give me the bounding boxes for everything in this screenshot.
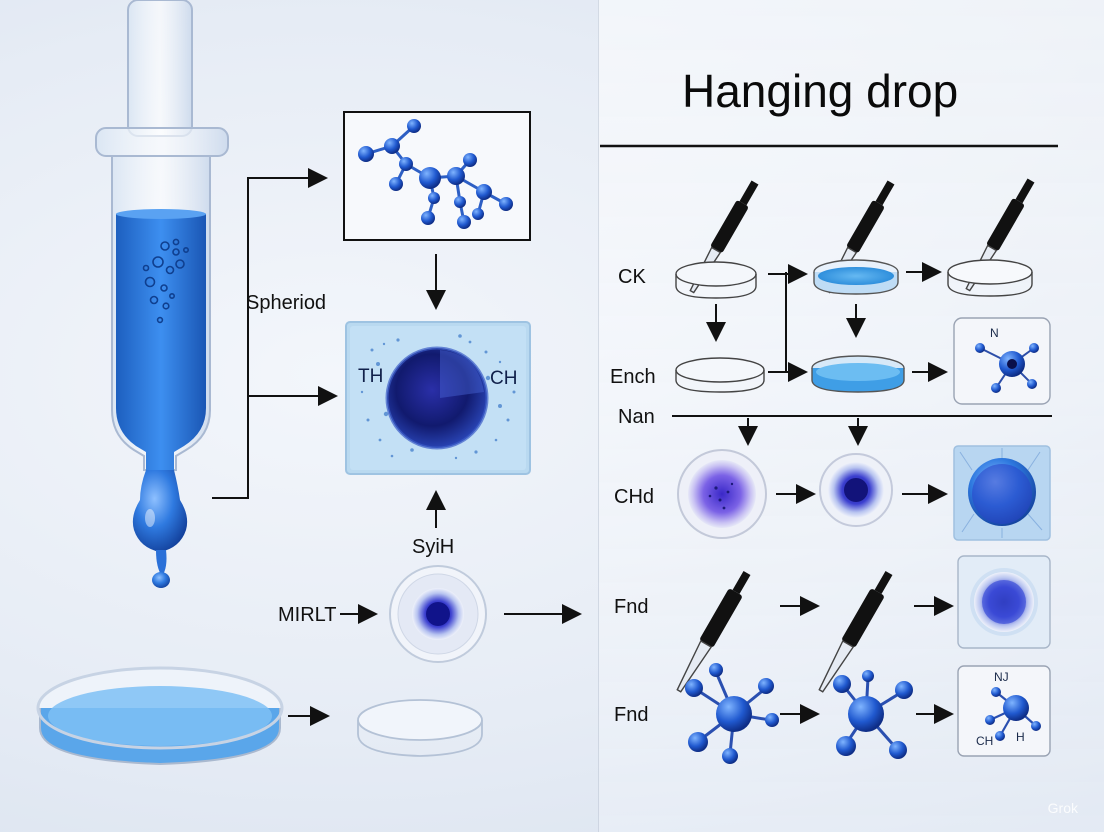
tile-label-nj: NJ bbox=[994, 670, 1009, 684]
tile-label-n-top: N bbox=[990, 326, 999, 340]
pipette bbox=[95, 0, 229, 588]
row-label-nan: Nan bbox=[618, 406, 655, 428]
spheroid-label-right: CH bbox=[490, 368, 518, 389]
dish-grid bbox=[675, 259, 1033, 393]
row-label-ench: Ench bbox=[610, 366, 656, 388]
row-label-ck: CK bbox=[618, 266, 646, 288]
row-label-fnd-1: Fnd bbox=[614, 596, 649, 618]
chd-row-cells bbox=[677, 445, 1051, 541]
label-syih: SyiH bbox=[412, 536, 455, 558]
label-mirlt: MIRLT bbox=[278, 604, 337, 626]
large-petri-dish bbox=[36, 666, 284, 766]
row-label-fnd-2: Fnd bbox=[614, 704, 649, 726]
row-label-chd: CHd bbox=[614, 486, 655, 508]
spheroid-label-left: TH bbox=[358, 366, 384, 387]
molecule-tile-top bbox=[953, 317, 1051, 405]
syih-cell bbox=[389, 565, 487, 663]
tile-label-ch: CH bbox=[976, 734, 994, 748]
left-flow-arrows bbox=[212, 168, 582, 726]
label-spheriod: Spheriod bbox=[246, 292, 327, 314]
tile-label-h: H bbox=[1016, 730, 1025, 744]
spheroid-tile bbox=[345, 321, 531, 475]
diagram-title: Hanging drop bbox=[682, 65, 959, 117]
grok-watermark: Grok bbox=[1047, 800, 1078, 816]
small-clear-dish bbox=[357, 699, 483, 757]
fnd-row-2 bbox=[685, 663, 1051, 764]
right-flow-arrows bbox=[706, 262, 954, 724]
molecule-box bbox=[343, 111, 531, 241]
fnd-row-1 bbox=[957, 555, 1051, 649]
